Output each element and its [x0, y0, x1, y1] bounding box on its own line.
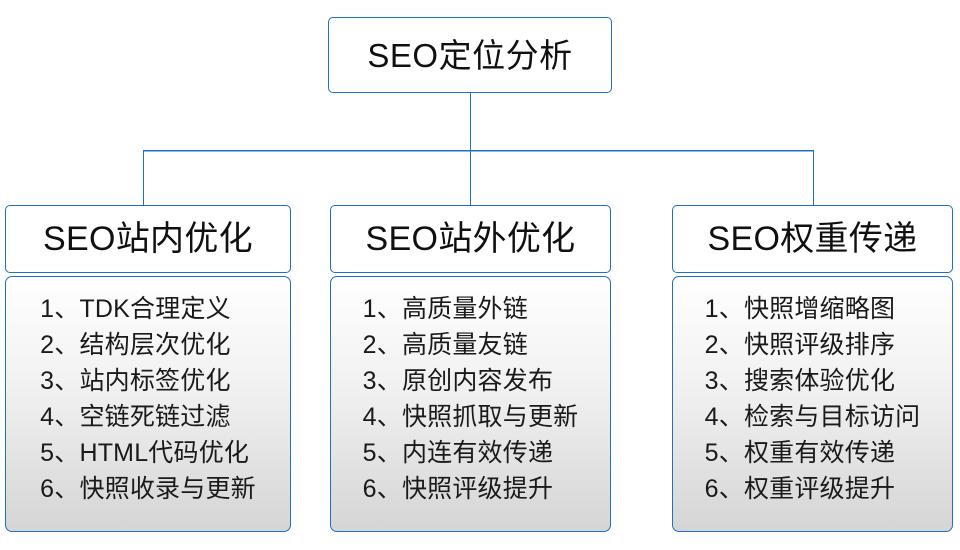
- branch-column-1: SEO站内优化 1、TDK合理定义 2、结构层次优化 3、站内标签优化 4、空链…: [5, 205, 291, 532]
- list-item: 1、高质量外链: [362, 295, 528, 323]
- list-item: 5、内连有效传递: [362, 439, 554, 467]
- list-item: 6、快照评级提升: [362, 475, 554, 503]
- list-item: 6、快照收录与更新: [40, 475, 256, 503]
- branch-header-3[interactable]: SEO权重传递: [672, 205, 953, 273]
- list-item: 5、HTML代码优化: [40, 439, 250, 467]
- branch-item-list-1: 1、TDK合理定义 2、结构层次优化 3、站内标签优化 4、空链死链过滤 5、H…: [40, 291, 256, 507]
- branch-header-title-3: SEO权重传递: [707, 220, 918, 258]
- branch-body-1: 1、TDK合理定义 2、结构层次优化 3、站内标签优化 4、空链死链过滤 5、H…: [5, 276, 291, 532]
- branch-header-title-1: SEO站内优化: [43, 220, 253, 258]
- branch-column-3: SEO权重传递 1、快照增缩略图 2、快照评级排序 3、搜索体验优化 4、检索与…: [672, 205, 953, 532]
- branch-header-title-2: SEO站外优化: [365, 220, 576, 258]
- branch-body-2: 1、高质量外链 2、高质量友链 3、原创内容发布 4、快照抓取与更新 5、内连有…: [330, 276, 611, 532]
- list-item: 3、站内标签优化: [40, 367, 231, 395]
- branch-header-2[interactable]: SEO站外优化: [330, 205, 611, 273]
- branch-body-3: 1、快照增缩略图 2、快照评级排序 3、搜索体验优化 4、检索与目标访问 5、权…: [672, 276, 953, 532]
- list-item: 2、结构层次优化: [40, 331, 231, 359]
- branch-item-list-2: 1、高质量外链 2、高质量友链 3、原创内容发布 4、快照抓取与更新 5、内连有…: [363, 291, 579, 507]
- list-item: 1、快照增缩略图: [704, 295, 896, 323]
- root-node-title: SEO定位分析: [367, 36, 573, 74]
- list-item: 1、TDK合理定义: [40, 295, 231, 323]
- root-node[interactable]: SEO定位分析: [328, 17, 612, 93]
- list-item: 3、搜索体验优化: [704, 367, 896, 395]
- list-item: 4、空链死链过滤: [40, 403, 231, 431]
- branch-column-2: SEO站外优化 1、高质量外链 2、高质量友链 3、原创内容发布 4、快照抓取与…: [330, 205, 611, 532]
- list-item: 2、高质量友链: [362, 331, 528, 359]
- list-item: 3、原创内容发布: [362, 367, 554, 395]
- branch-header-1[interactable]: SEO站内优化: [5, 205, 291, 273]
- list-item: 6、权重评级提升: [704, 475, 896, 503]
- list-item: 4、检索与目标访问: [704, 403, 921, 431]
- branch-item-list-3: 1、快照增缩略图 2、快照评级排序 3、搜索体验优化 4、检索与目标访问 5、权…: [705, 291, 921, 507]
- list-item: 5、权重有效传递: [704, 439, 896, 467]
- list-item: 2、快照评级排序: [704, 331, 896, 359]
- list-item: 4、快照抓取与更新: [362, 403, 579, 431]
